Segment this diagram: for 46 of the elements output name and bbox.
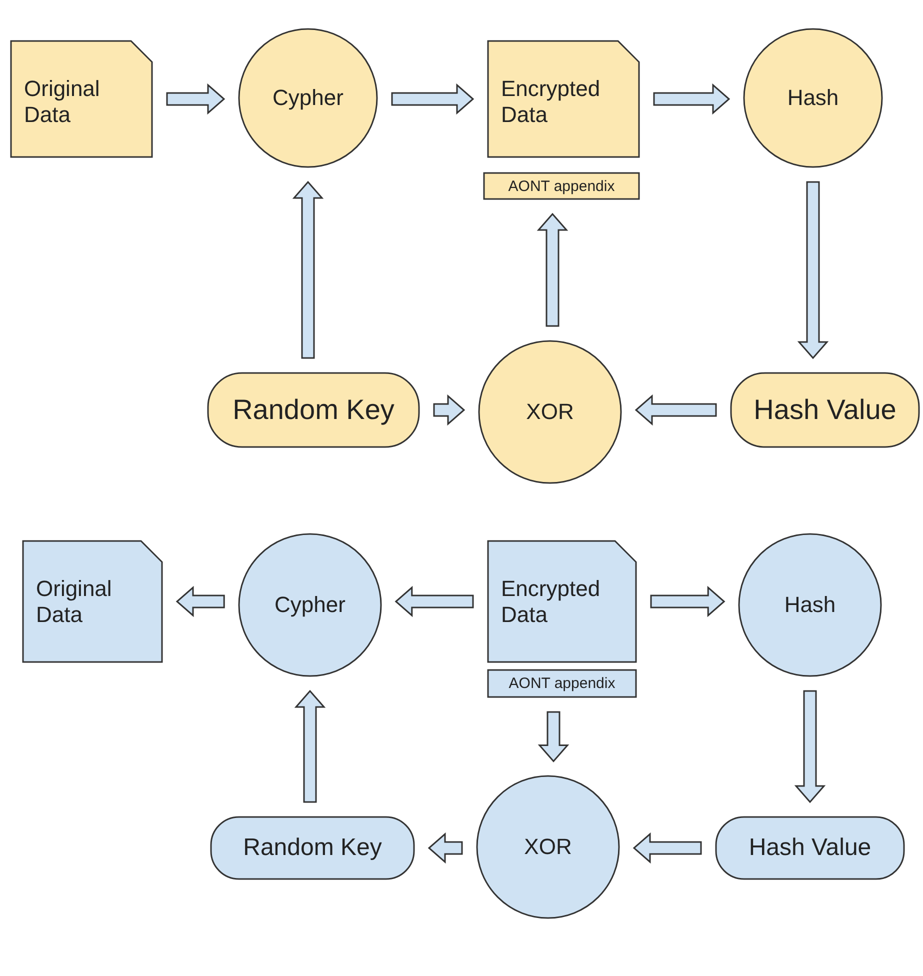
node-label: Hash Value: [754, 394, 896, 426]
block-arrow: [294, 690, 326, 803]
block-arrow: [394, 586, 474, 618]
terminal-shape: [715, 816, 905, 880]
process-circle: [478, 340, 622, 484]
block-arrow: [797, 181, 829, 360]
block-arrow: [176, 586, 225, 618]
node-label: Cypher: [274, 592, 346, 618]
node-label: AONT appendix: [508, 675, 616, 692]
document-shape: [10, 40, 153, 158]
node-label: Random Key: [243, 834, 382, 862]
block-arrow: [536, 212, 568, 327]
process-circle: [238, 28, 378, 168]
appendix-box: [487, 669, 637, 698]
block-arrow: [632, 832, 702, 864]
block-arrow: [538, 711, 570, 762]
document-shape: [22, 540, 163, 663]
block-arrow: [428, 832, 463, 864]
block-arrow: [653, 83, 730, 115]
node-label: Random Key: [232, 394, 394, 426]
process-circle: [476, 775, 620, 919]
node-label: XOR: [524, 834, 572, 860]
node-label: Encrypted Data: [501, 76, 602, 128]
block-arrow: [391, 83, 474, 115]
terminal-shape: [210, 816, 415, 880]
node-label: Hash Value: [748, 834, 872, 862]
node-label: XOR: [526, 399, 574, 425]
block-arrow: [794, 690, 826, 804]
block-arrow: [433, 394, 466, 426]
node-label: Encrypted Data: [501, 576, 602, 628]
document-shape: [487, 40, 640, 158]
document-shape: [487, 540, 637, 663]
node-label: Original Data: [24, 76, 101, 128]
appendix-box: [483, 172, 640, 200]
node-label: Original Data: [36, 576, 113, 628]
node-label: Cypher: [272, 85, 344, 111]
node-label: AONT appendix: [508, 178, 615, 194]
process-circle: [738, 533, 882, 677]
process-circle: [238, 533, 382, 677]
block-arrow: [166, 83, 226, 115]
block-arrow: [292, 180, 324, 359]
node-label: Hash: [784, 592, 836, 618]
block-arrow: [634, 394, 717, 426]
node-label: Hash: [787, 85, 839, 111]
process-circle: [743, 28, 883, 168]
block-arrow: [650, 586, 726, 618]
